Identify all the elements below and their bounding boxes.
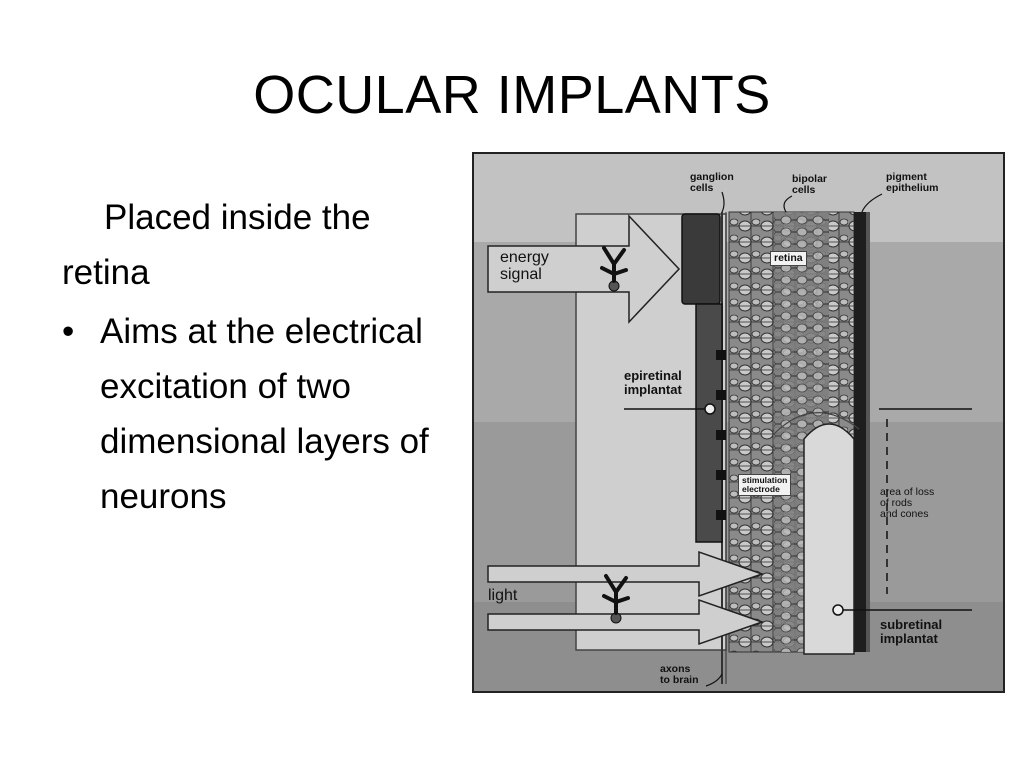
subretinal-pointer-dot [832,604,844,616]
bipolar-label: bipolar cells [792,173,828,197]
diagram-artwork [474,154,1003,691]
axons-label: axons to brain [660,663,699,687]
person-icon-top [600,246,628,292]
electrode-contact-3 [716,430,726,440]
epiretinal-pointer-dot [704,403,716,415]
subretinal-label: subretinal implantat [880,617,943,646]
ganglion-hook [721,191,725,213]
retina-label: retina [770,251,807,267]
bipolar-hook [783,195,793,213]
lead-text: Placed inside the retina [62,198,371,292]
area-of-loss-label: area of loss of rods and cones [880,486,935,521]
electrode-contact-1 [716,350,726,360]
bullet-item: • Aims at the electrical excitation of t… [62,304,462,524]
epiretinal-label: epiretinal implantat [624,368,682,397]
stimulation-electrode-label: stimulation electrode [738,474,792,496]
ganglion-label: ganglion cells [690,171,734,195]
pigment-hook [861,193,883,213]
loss-region-curve [773,412,860,435]
pigment-edge [866,212,870,652]
energy-signal-arrow [487,214,681,324]
epiretinal-head [681,213,721,305]
epiretinal-stem [695,303,723,543]
pigment-label: pigment epithelium [886,171,939,195]
electrode-contact-5 [716,510,726,520]
energy-signal-label: energy signal [500,249,549,283]
bullet-dot: • [62,312,75,351]
subretinal-implant [803,423,855,655]
slide-title: OCULAR IMPLANTS [253,65,771,125]
light-label: light [488,587,518,604]
light-arrow-upper [487,550,765,598]
electrode-contact-4 [716,470,726,480]
bullet-text: Aims at the electrical excitation of two… [100,312,429,516]
light-arrow-lower [487,598,765,646]
retina-implant-diagram: ganglion cells bipolar cells pigment epi… [472,152,1005,693]
electrode-contact-2 [716,390,726,400]
pigment-epithelium [854,212,866,652]
slide-body: Placed inside the retina • Aims at the e… [62,190,462,524]
person-icon-bottom [602,574,630,624]
axons-hook [705,673,723,687]
